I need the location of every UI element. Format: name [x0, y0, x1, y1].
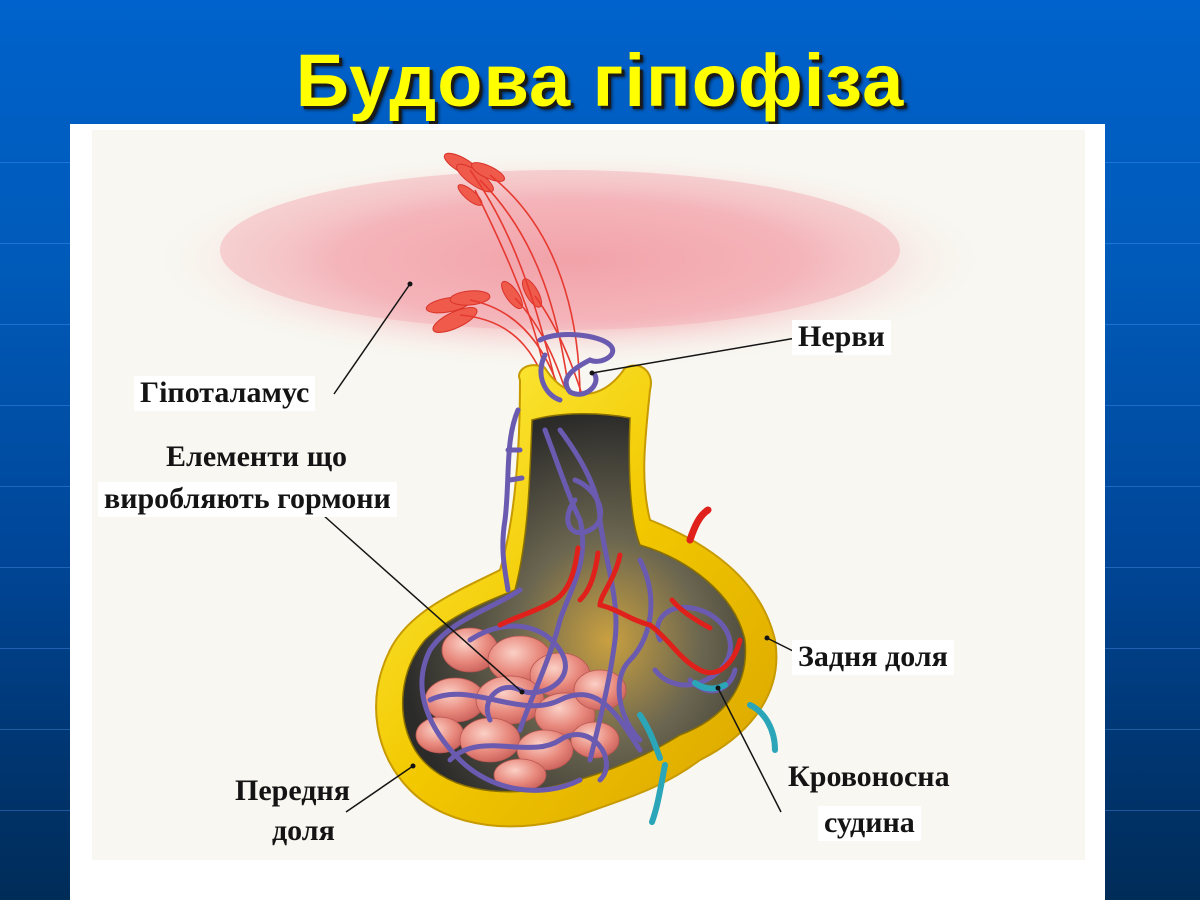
label-blood-vessel-line1: Кровоносна [788, 760, 950, 793]
label-blood-vessel-line2: судина [818, 806, 921, 841]
label-hypothalamus: Гіпоталамус [134, 376, 316, 411]
blood-vessels [637, 680, 778, 825]
portal-veins [419, 332, 738, 793]
slide-title: Будова гіпофіза [295, 39, 905, 122]
hormone-producing-cells [415, 627, 627, 792]
label-hormone-elements-line1: Елементи що [166, 440, 348, 473]
diagram-panel: Гіпоталамус Нерви Елементи що виробляють… [70, 124, 1105, 900]
label-anterior-lobe-line1: Передня [235, 774, 350, 807]
pituitary-diagram [150, 150, 990, 828]
label-posterior-lobe: Задня доля [792, 640, 954, 675]
arteries [497, 506, 743, 676]
hypothalamus-region [150, 150, 990, 370]
label-anterior-lobe-line2: доля [272, 814, 335, 847]
leader-lines [322, 283, 798, 813]
label-nerves: Нерви [792, 320, 891, 355]
leader-dots [407, 281, 770, 769]
label-hormone-elements-line2: виробляють гормони [98, 482, 397, 517]
